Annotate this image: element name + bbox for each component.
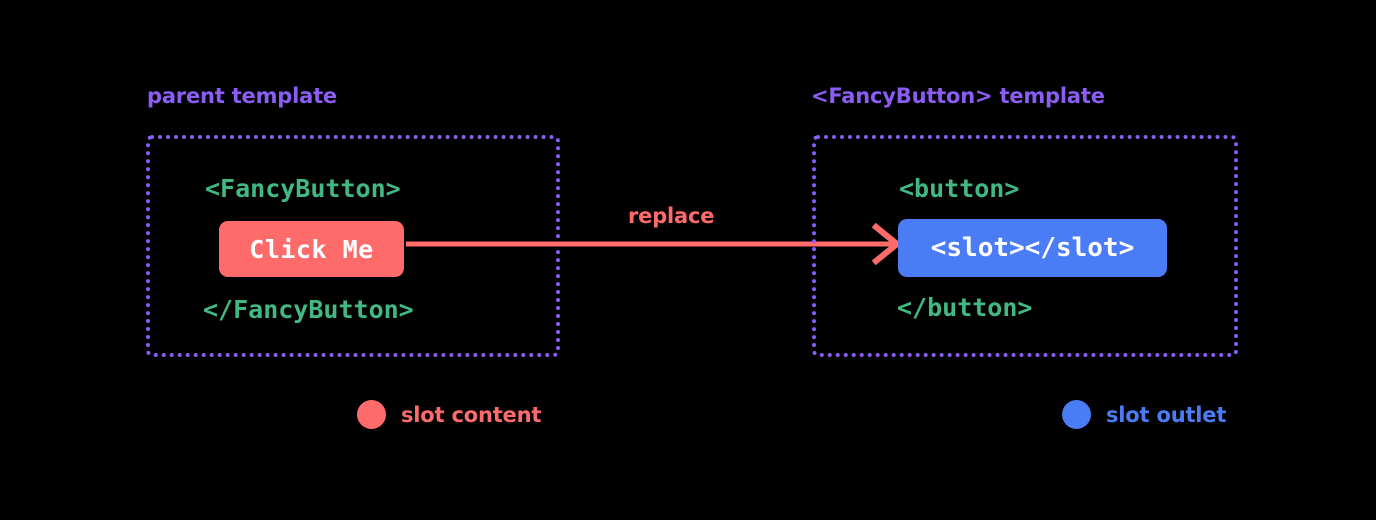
legend-item-slot-outlet: slot outlet <box>1062 400 1226 429</box>
code-open-button: <button> <box>899 174 1020 203</box>
parent-template-title: parent template <box>147 84 337 108</box>
arrow-label-replace: replace <box>628 204 715 228</box>
slot-content-chip[interactable]: Click Me <box>219 221 404 277</box>
replace-arrow-icon <box>406 222 902 266</box>
code-close-fancybutton: </FancyButton> <box>203 295 414 324</box>
legend-item-slot-content: slot content <box>357 400 541 429</box>
fancybutton-template-box <box>812 135 1238 357</box>
code-close-button: </button> <box>897 293 1033 322</box>
code-open-fancybutton: <FancyButton> <box>205 174 401 203</box>
legend-label-slot-content: slot content <box>401 402 542 427</box>
legend-label-slot-outlet: slot outlet <box>1106 402 1227 427</box>
slot-outlet-chip[interactable]: <slot></slot> <box>898 219 1167 277</box>
legend-dot-icon-slot-content <box>357 400 386 429</box>
legend-dot-icon-slot-outlet <box>1062 400 1091 429</box>
fancybutton-template-title: <FancyButton> template <box>811 84 1105 108</box>
